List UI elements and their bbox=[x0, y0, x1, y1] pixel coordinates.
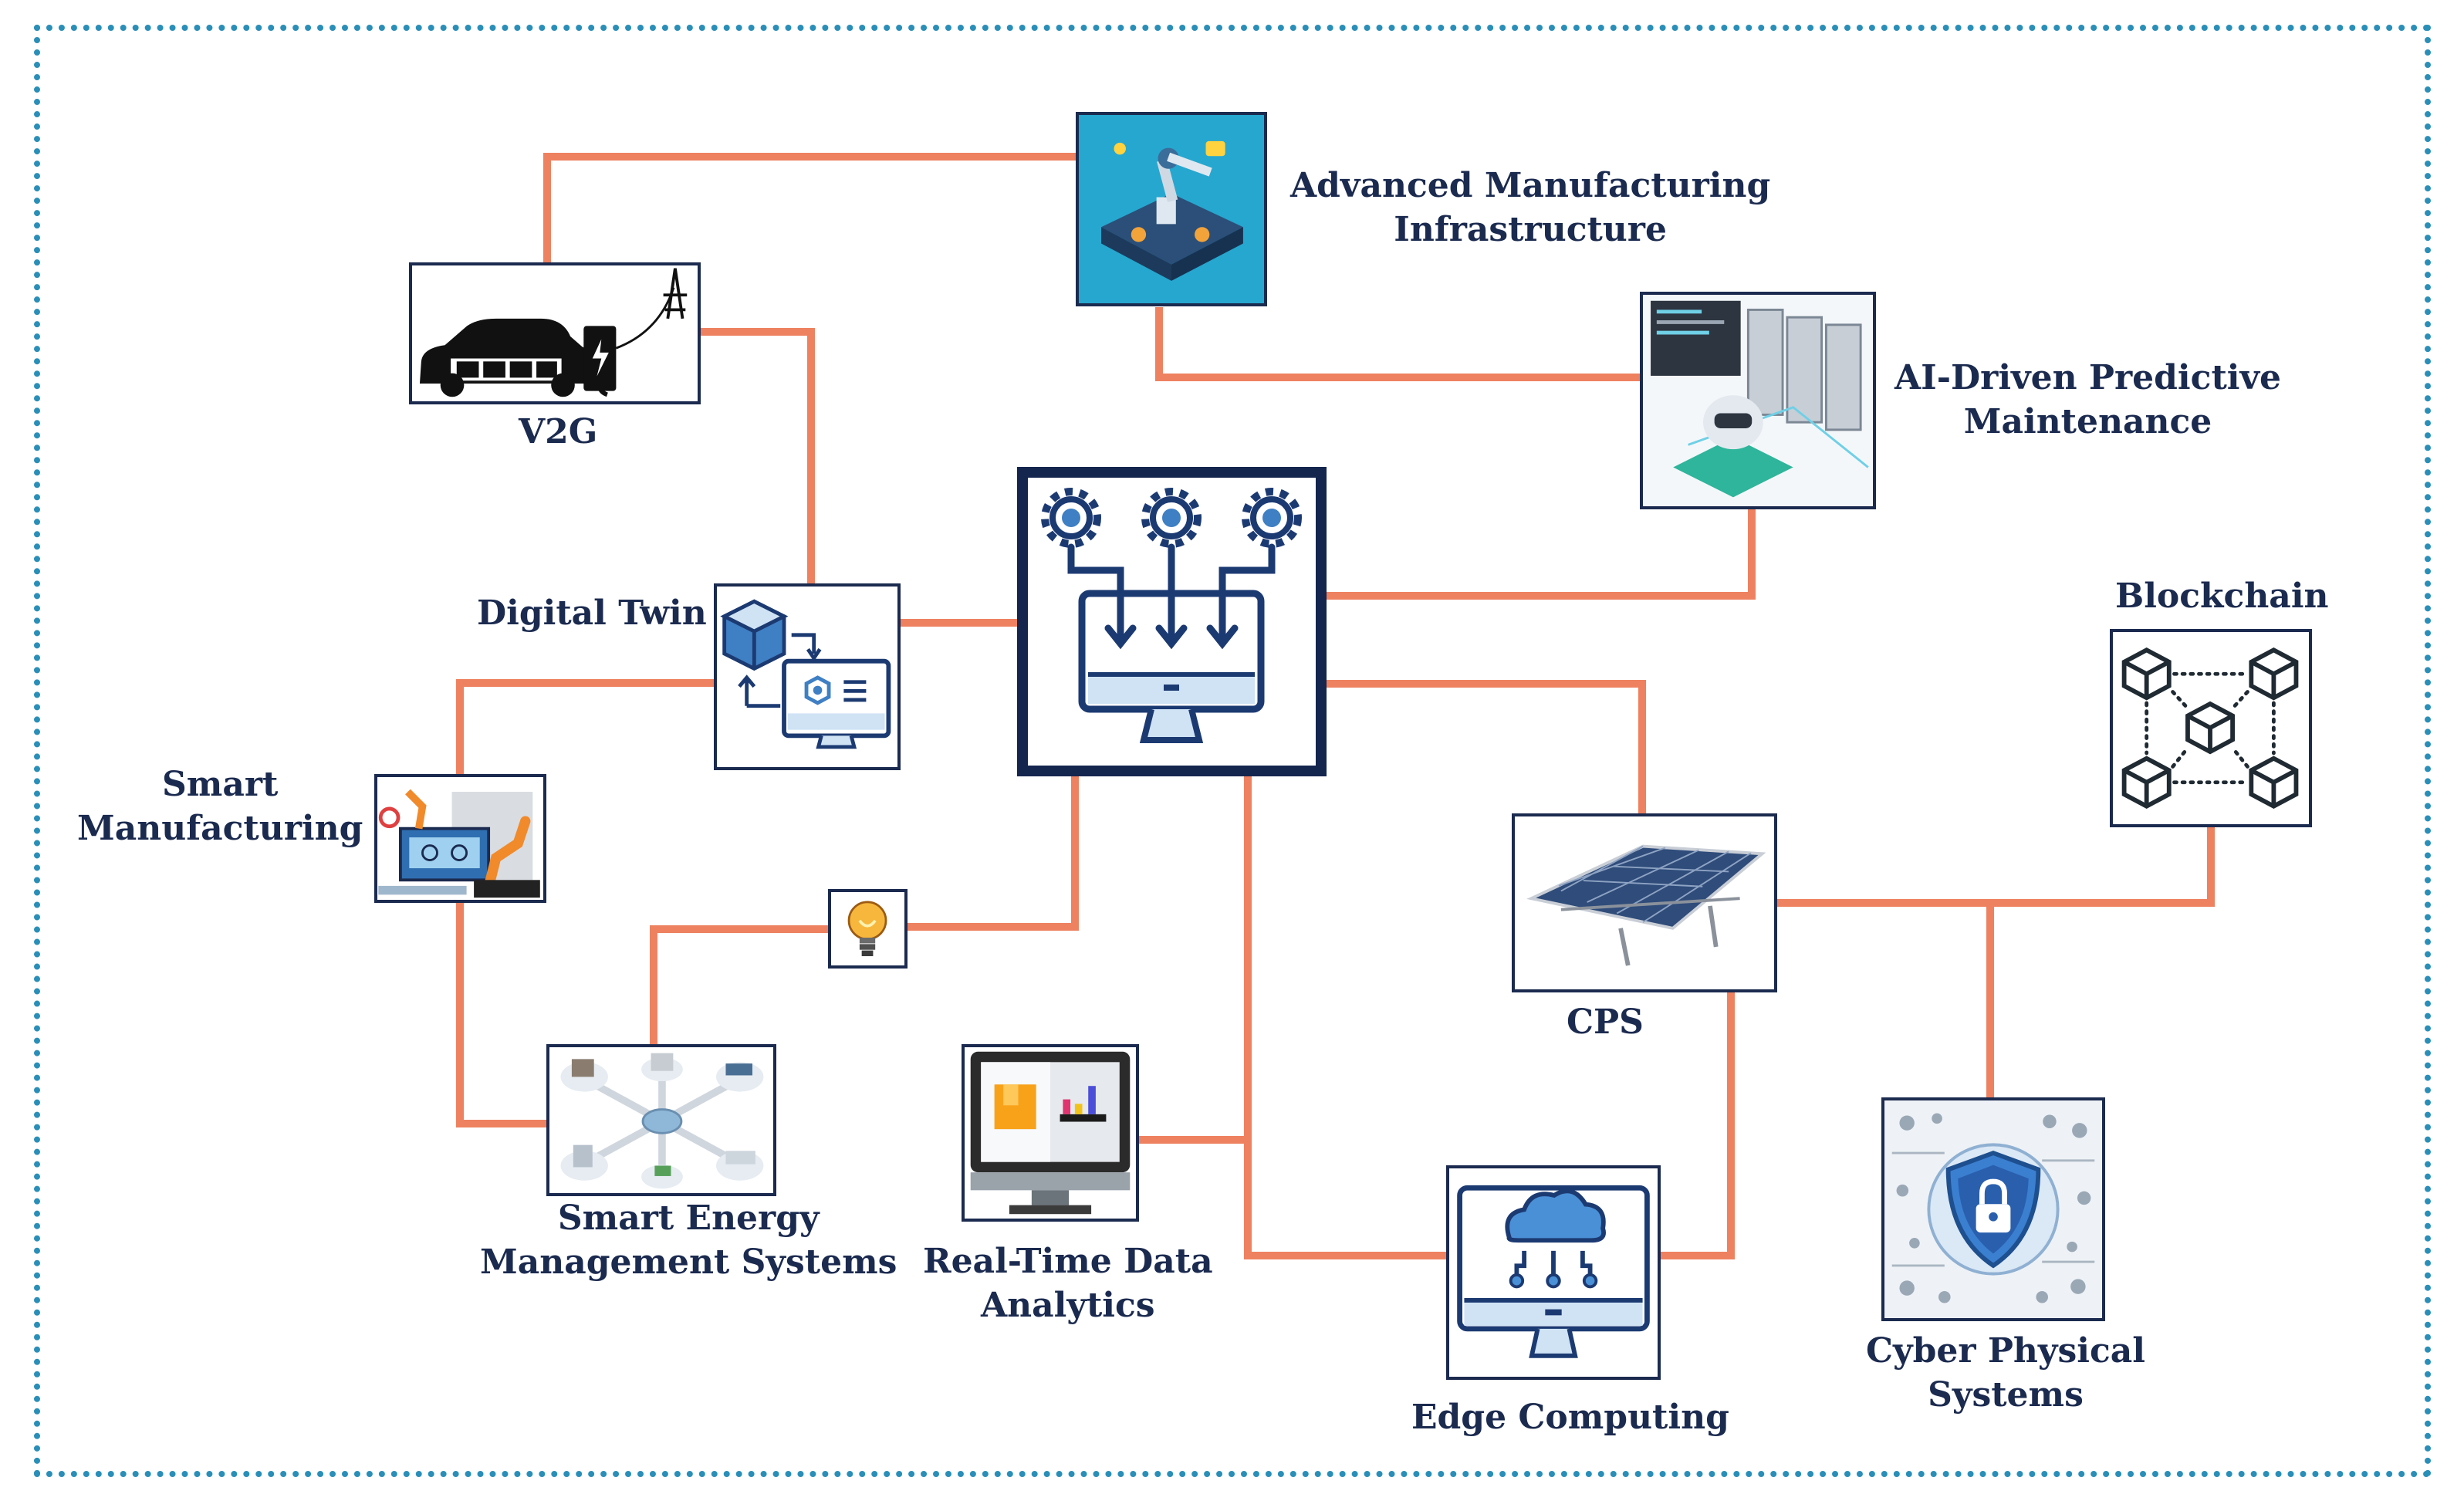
factory-robot-icon bbox=[378, 777, 542, 900]
connector-hub-bulb bbox=[908, 776, 1079, 931]
smart-energy-label: Smart Energy Management Systems bbox=[480, 1198, 897, 1282]
cyber-physical-label: Cyber Physical Systems bbox=[1866, 1331, 2145, 1415]
real-time-analytics-label: Real-Time Data Analytics bbox=[923, 1242, 1213, 1325]
connector-lines bbox=[456, 153, 2215, 1259]
edge-computing-node[interactable] bbox=[1446, 1165, 1661, 1380]
advanced-manufacturing-node[interactable] bbox=[1076, 112, 1267, 306]
diagram-frame bbox=[34, 25, 2431, 1477]
connector-cps-blockchain bbox=[1777, 827, 2215, 907]
blockchain-label: Blockchain bbox=[2115, 576, 2329, 616]
cyber-physical-node[interactable] bbox=[1881, 1097, 2105, 1321]
smart-grid-icon bbox=[551, 1047, 772, 1193]
security-shield-icon bbox=[1884, 1100, 2102, 1318]
light-bulb-node[interactable] bbox=[828, 889, 908, 969]
connector-v2g-advanced-manufacturing bbox=[543, 153, 1076, 262]
smart-manufacturing-node[interactable] bbox=[374, 774, 546, 903]
connector-digital-twin-smart-manufacturing bbox=[456, 679, 714, 774]
connector-advanced-manufacturing-ai bbox=[1155, 307, 1640, 381]
connector-smart-manufacturing-smart-energy bbox=[456, 903, 546, 1127]
v2g-label: V2G bbox=[519, 412, 598, 451]
connector-v2g-digital-twin bbox=[701, 328, 815, 583]
cps-node[interactable] bbox=[1512, 813, 1777, 992]
cps-label: CPS bbox=[1567, 1002, 1644, 1042]
digital-twin-label: Digital Twin bbox=[477, 593, 707, 633]
edge-computing-label: Edge Computing bbox=[1411, 1398, 1729, 1437]
server-ai-icon bbox=[1643, 295, 1873, 506]
blockchain-node[interactable] bbox=[2110, 629, 2312, 827]
connector-hub-edge bbox=[1244, 776, 1446, 1259]
blockchain-cubes-icon bbox=[2113, 632, 2309, 824]
connector-hub-cps bbox=[1327, 680, 1646, 813]
connector-bulb-smart-energy bbox=[650, 925, 828, 1044]
digital-twin-node[interactable] bbox=[714, 583, 901, 770]
digital-twin-icon bbox=[720, 599, 891, 749]
light-bulb-icon bbox=[831, 892, 904, 965]
advanced-manufacturing-label: Advanced Manufacturing Infrastructure bbox=[1290, 166, 1771, 249]
central-hub-node[interactable] bbox=[1017, 467, 1327, 776]
real-time-analytics-node[interactable] bbox=[962, 1044, 1139, 1222]
ai-predictive-label: AI-Driven Predictive Maintenance bbox=[1894, 358, 2282, 441]
connector-cps-edge bbox=[1661, 992, 1735, 1259]
ai-predictive-node[interactable] bbox=[1640, 292, 1876, 509]
analytics-monitor-icon bbox=[965, 1047, 1136, 1219]
solar-panel-icon bbox=[1516, 816, 1773, 989]
v2g-node[interactable] bbox=[409, 262, 701, 404]
cloud-monitor-icon bbox=[1449, 1168, 1658, 1377]
connector-hub-ai bbox=[1327, 509, 1756, 600]
robot-arm-icon bbox=[1079, 115, 1264, 303]
computer-gears-icon bbox=[1041, 488, 1302, 743]
smart-energy-node[interactable] bbox=[546, 1044, 776, 1196]
electric-car-charging-icon bbox=[419, 268, 688, 397]
smart-manufacturing-label: Smart Manufacturing bbox=[77, 765, 363, 848]
